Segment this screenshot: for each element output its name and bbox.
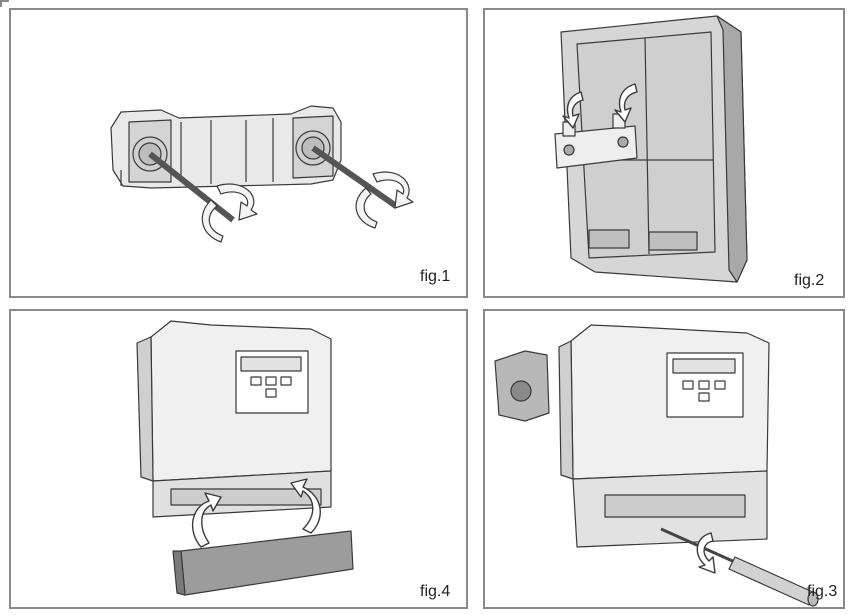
figure-panel-1: fig.1: [9, 8, 468, 298]
bracket-illustration: [110, 105, 414, 243]
figure-caption: fig.2: [794, 272, 825, 289]
figure-caption: fig.4: [420, 583, 451, 600]
figure-caption: fig.1: [420, 268, 451, 285]
screwdriver-illustration: [494, 324, 819, 607]
corner-mark: [0, 0, 9, 7]
figure-caption: fig.3: [807, 583, 838, 600]
figure-panel-3: fig.4: [9, 309, 468, 609]
figure-panel-4: fig.3: [483, 309, 845, 609]
rear-panel-illustration: [554, 15, 748, 283]
figure-panel-2: fig.2: [483, 8, 845, 298]
cover-insert-illustration: [136, 320, 354, 596]
